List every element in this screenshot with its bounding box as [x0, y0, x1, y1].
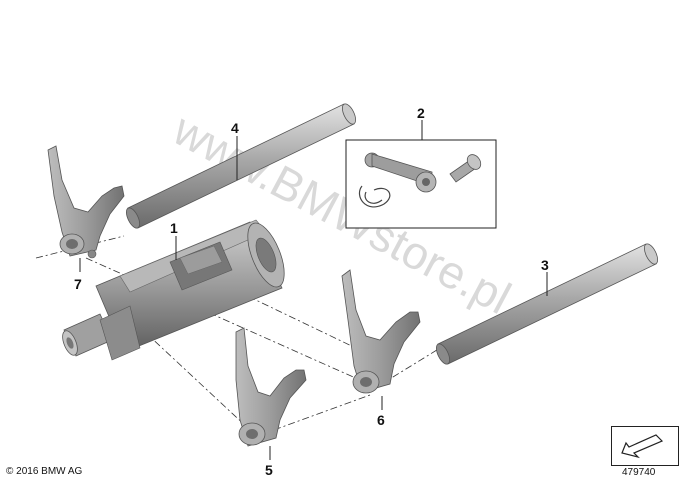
- shift-fork-bottom: [235, 327, 307, 447]
- callout-3: 3: [541, 257, 549, 273]
- shift-rod-upper: [126, 103, 356, 229]
- callout-2: 2: [417, 105, 425, 121]
- reference-number: 479740: [622, 467, 656, 478]
- shift-fork-right: [341, 269, 421, 394]
- callout-6: 6: [377, 412, 385, 428]
- shift-drum: [62, 219, 285, 361]
- detent-spring: [358, 185, 391, 208]
- callout-4: 4: [231, 120, 239, 136]
- arrow-pointer-icon: [621, 434, 664, 459]
- leader-lines: [79, 120, 548, 460]
- callout-5: 5: [265, 462, 273, 478]
- shift-fork-left: [47, 145, 125, 259]
- copyright-text: © 2016 BMW AG: [6, 466, 83, 477]
- detent-bolt: [449, 154, 482, 183]
- detent-lever: [364, 152, 437, 193]
- shift-rod-lower: [436, 243, 658, 365]
- callout-1: 1: [170, 220, 178, 236]
- callout-7: 7: [74, 276, 82, 292]
- reference-icon-box: [611, 426, 679, 466]
- detent-kit-box: [345, 139, 497, 229]
